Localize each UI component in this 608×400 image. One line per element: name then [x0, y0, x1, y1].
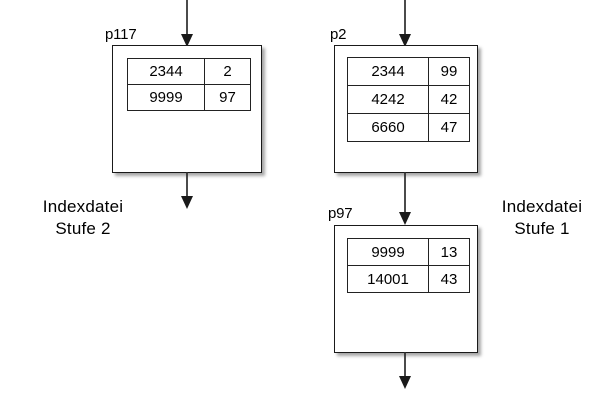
- arrow-into-p2: [399, 0, 411, 47]
- record-pointer: 42: [428, 85, 470, 114]
- block-p97[interactable]: 9999 13 14001 43: [334, 225, 478, 353]
- block-label-p2: p2: [330, 26, 347, 43]
- record-table-p2: 2344 99 4242 42 6660 47: [347, 57, 470, 142]
- table-row[interactable]: 14001 43: [347, 265, 470, 293]
- record-key: 2344: [347, 57, 429, 86]
- arrow-out-of-p117: [181, 172, 193, 209]
- record-pointer: 43: [428, 265, 470, 293]
- caption-level-2: Indexdatei Stufe 2: [18, 196, 148, 240]
- caption-level-1: Indexdatei Stufe 1: [482, 196, 602, 240]
- record-pointer: 99: [428, 57, 470, 86]
- caption-right-line1: Indexdatei: [501, 197, 583, 216]
- record-key: 14001: [347, 265, 429, 293]
- table-row[interactable]: 2344 2: [127, 58, 251, 85]
- table-row[interactable]: 9999 13: [347, 238, 470, 266]
- record-table-p117: 2344 2 9999 97: [127, 58, 251, 111]
- table-row[interactable]: 4242 42: [347, 85, 470, 114]
- caption-left-line1: Indexdatei: [42, 197, 124, 216]
- block-label-p117: p117: [105, 26, 137, 43]
- record-key: 4242: [347, 85, 429, 114]
- caption-right-line2: Stufe 1: [514, 219, 570, 238]
- arrow-out-of-p97: [399, 352, 411, 389]
- record-table-p97: 9999 13 14001 43: [347, 238, 470, 293]
- arrow-p2-to-p97: [399, 172, 411, 225]
- record-key: 2344: [127, 58, 205, 85]
- block-p117[interactable]: 2344 2 9999 97: [112, 45, 262, 173]
- record-key: 9999: [127, 84, 205, 111]
- table-row[interactable]: 9999 97: [127, 84, 251, 111]
- block-label-p97: p97: [328, 205, 353, 222]
- block-p2[interactable]: 2344 99 4242 42 6660 47: [334, 45, 478, 173]
- record-pointer: 97: [204, 84, 251, 111]
- record-pointer: 13: [428, 238, 470, 266]
- record-pointer: 2: [204, 58, 251, 85]
- arrow-into-p117: [181, 0, 193, 47]
- record-key: 9999: [347, 238, 429, 266]
- caption-left-line2: Stufe 2: [55, 219, 111, 238]
- record-key: 6660: [347, 113, 429, 142]
- table-row[interactable]: 6660 47: [347, 113, 470, 142]
- table-row[interactable]: 2344 99: [347, 57, 470, 86]
- record-pointer: 47: [428, 113, 470, 142]
